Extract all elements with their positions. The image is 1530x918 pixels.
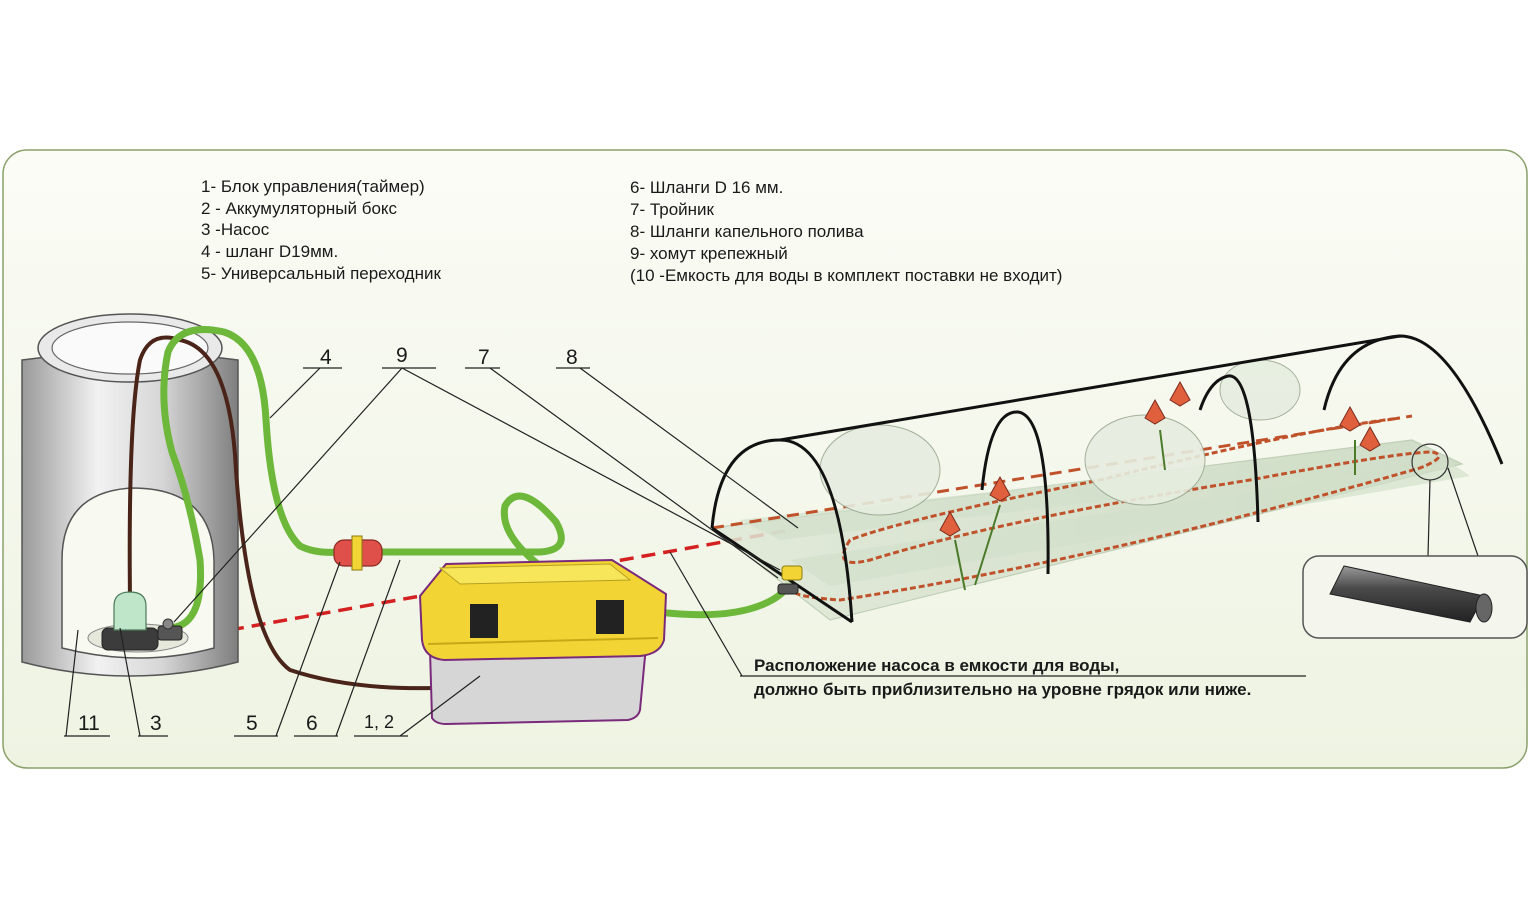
green-hose-4 [160, 326, 344, 632]
water-barrel [21, 313, 239, 677]
legend-item-7: 7- Тройник [630, 200, 715, 219]
callout-leaders [64, 367, 799, 737]
legend-item-2: 2 - Аккумуляторный бокс [201, 199, 398, 218]
diagram-panel [2, 149, 1528, 769]
callout-7: 7 [478, 346, 490, 369]
note-line-2: должно быть приблизительно на уровне гря… [754, 680, 1251, 699]
pump-level-note: Расположение насоса в емкости для воды, … [669, 551, 1306, 699]
legend-item-6: 6- Шланги D 16 мм. [630, 178, 783, 197]
legend-left: 1- Блок управления(таймер) 2 - Аккумулят… [201, 177, 441, 283]
plants [819, 359, 1381, 591]
tee-fitting [777, 565, 803, 595]
callout-8: 8 [566, 346, 578, 369]
legend-item-10: (10 -Емкость для воды в комплект поставк… [630, 266, 1062, 285]
battery-box [418, 558, 668, 726]
legend-right: 6- Шланги D 16 мм. 7- Тройник 8- Шланги … [630, 178, 1062, 285]
brown-hose [127, 335, 436, 691]
legend-item-4: 4 - шланг D19мм. [201, 242, 338, 261]
legend-item-8: 8- Шланги капельного полива [630, 222, 864, 241]
legend-item-9: 9- хомут крепежный [630, 244, 788, 263]
drip-hose-dashed [711, 414, 1413, 530]
callout-5: 5 [246, 712, 258, 735]
drip-tube-inset [1302, 443, 1528, 639]
water-level-line [229, 528, 791, 632]
green-hose-6 [374, 492, 792, 619]
callout-9: 9 [396, 344, 408, 367]
pump [101, 591, 183, 651]
note-line-1: Расположение насоса в емкости для воды, [754, 656, 1119, 675]
callout-6: 6 [306, 712, 318, 735]
legend-item-5: 5- Универсальный переходник [201, 264, 441, 283]
callout-1-2: 1, 2 [364, 712, 394, 732]
callout-numbers: 4 9 7 8 11 3 5 6 1, 2 [78, 344, 578, 735]
callout-4: 4 [320, 346, 332, 369]
greenhouse-arches [710, 334, 1504, 624]
garden-beds [710, 439, 1470, 621]
drip-hose [791, 416, 1441, 602]
legend-item-1: 1- Блок управления(таймер) [201, 177, 425, 196]
legend-item-3: 3 -Насос [201, 220, 270, 239]
callout-11: 11 [78, 712, 100, 735]
universal-adapter [333, 535, 383, 571]
callout-3: 3 [150, 712, 162, 735]
